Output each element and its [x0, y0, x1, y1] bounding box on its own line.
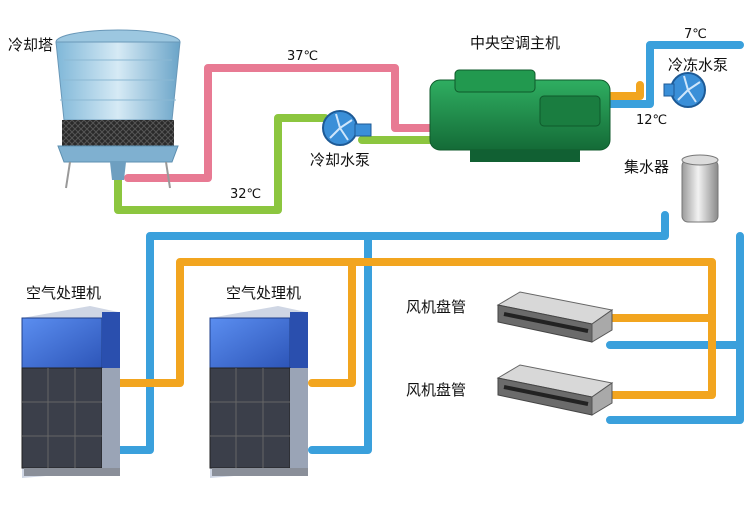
cooling-tower-label: 冷却塔 [8, 36, 54, 54]
pipe-chilled-return-ahu2 [308, 258, 356, 387]
pipe-chilled-supply-main [606, 41, 744, 108]
cooling-water-pump [322, 110, 372, 146]
pipe-cooling-hot [124, 64, 436, 182]
fan-coil-unit-1 [496, 291, 614, 343]
fan-coil-unit-2 [496, 364, 614, 416]
cooling-tower [55, 29, 181, 189]
temp-cooling-supply: 32℃ [230, 187, 262, 202]
collector-label: 集水器 [624, 158, 670, 176]
chilled-pump-label: 冷冻水泵 [668, 56, 729, 74]
ahu-2-label: 空气处理机 [226, 284, 302, 302]
cooling-pump-label: 冷却水泵 [310, 151, 371, 169]
central-chiller [429, 69, 611, 162]
fcu-1-label: 风机盘管 [406, 298, 467, 316]
chiller-label: 中央空调主机 [470, 34, 561, 52]
pipes [106, 41, 744, 454]
chilled-water-pump [663, 72, 706, 108]
fcu-2-label: 风机盘管 [406, 381, 467, 399]
air-handler-unit-2 [209, 306, 308, 478]
pipe-chilled-supply-loop [106, 211, 669, 454]
temp-chilled-supply: 7℃ [684, 27, 707, 42]
pipe-chilled-supply-ahu2 [308, 232, 372, 454]
pipe-chilled-supply-fcu [606, 232, 744, 349]
temp-chilled-return: 12℃ [636, 113, 668, 128]
pipe-cooling-warm [114, 114, 329, 214]
water-collector-tank [681, 154, 719, 223]
ahu-1-label: 空气处理机 [26, 284, 102, 302]
pipe-chilled-return-main [606, 81, 644, 100]
air-handler-unit-1 [21, 306, 120, 478]
temp-cooling-return: 37℃ [287, 49, 319, 64]
pipe-chilled-supply-fcu2 [606, 341, 744, 424]
pipe-chilled-return-loop [106, 258, 716, 399]
